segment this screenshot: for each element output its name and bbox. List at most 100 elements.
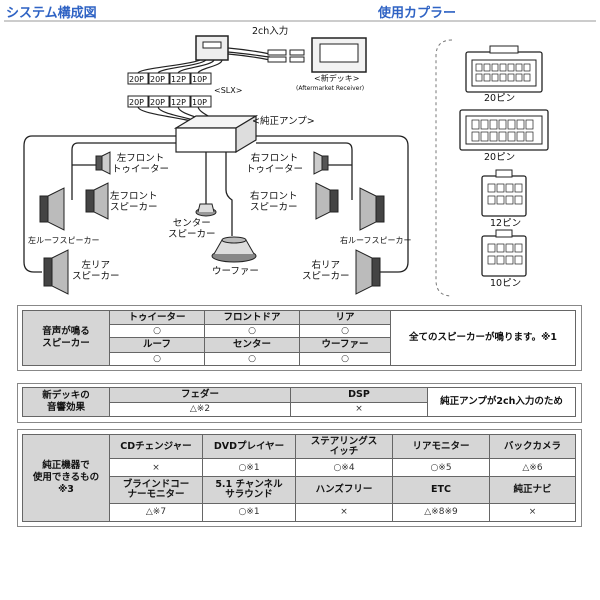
- table3-header-dvd-player: DVDプレイヤー: [202, 433, 296, 460]
- oem-amp-unit: [173, 114, 259, 154]
- woofer-icon: [211, 236, 257, 263]
- oem-equipment-table: 純正機器で 使用できるもの ※3 CDチェンジャー DVDプレイヤー ステアリン…: [22, 433, 576, 523]
- table3-header-steering-switch: ステアリングス イッチ: [295, 433, 393, 460]
- speaker-output-table: 音声が鳴る スピーカー トゥイーター フロントドア リア 全てのスピーカーが鳴り…: [22, 309, 576, 367]
- table2-value-fader: △※2: [109, 401, 291, 417]
- left-front-speaker-icon: [85, 182, 109, 220]
- table1-header-woofer: ウーファー: [299, 337, 391, 353]
- table2-note: 純正アンプが2ch入力のため: [427, 387, 576, 417]
- table2-header-dsp: DSP: [290, 387, 428, 403]
- coupler-heading: 使用カプラー: [378, 6, 457, 21]
- input-2ch-label: 2ch入力: [252, 26, 289, 37]
- oem-amp-label: <純正アンプ>: [252, 116, 315, 127]
- table1-value-center: ○: [204, 351, 300, 367]
- center-speaker-label: センター スピーカー: [168, 218, 216, 240]
- coupler-10pin-label: 10ピン: [490, 278, 522, 289]
- table1-header-center: センター: [204, 337, 300, 353]
- table3-header-cd-changer: CDチェンジャー: [109, 433, 203, 460]
- table1-value-rear: ○: [299, 324, 391, 339]
- right-front-speaker-icon: [315, 182, 339, 220]
- table3-header-surround: 5.1 チャンネル サラウンド: [202, 476, 296, 504]
- slx-wires: [137, 47, 271, 74]
- table1-header-roof: ルーフ: [109, 337, 205, 353]
- table1-value-front-door: ○: [204, 324, 300, 339]
- rca-plugs: [267, 49, 305, 63]
- table1-header-rear: リア: [299, 309, 391, 326]
- coupler-20pin-b-icon: [459, 109, 549, 151]
- coupler-panel-border: [435, 39, 453, 297]
- table1-value-tweeter: ○: [109, 324, 205, 339]
- harness-connectors-bottom: [127, 95, 212, 108]
- left-roof-speaker-icon: [39, 187, 65, 231]
- coupler-20pin-b-label: 20ピン: [484, 152, 516, 163]
- table1-note: 全てのスピーカーが鳴ります。※1: [390, 310, 576, 366]
- harness-top-1: 20P: [129, 75, 145, 84]
- table3-frame: [17, 429, 582, 527]
- right-front-tweeter-label: 右フロント トゥイーター: [246, 153, 304, 175]
- table3-value-rear-monitor: ○※5: [392, 458, 490, 478]
- table1-frame: [17, 305, 582, 371]
- left-front-speaker-label: 左フロント スピーカー: [110, 191, 158, 213]
- table3-value-etc: △※8※9: [392, 502, 490, 523]
- table2-frame: [17, 383, 582, 423]
- right-front-speaker-label: 右フロント スピーカー: [250, 191, 298, 213]
- table3-value-back-camera: △※6: [489, 458, 576, 478]
- speaker-wiring: [23, 135, 409, 273]
- table3-value-cd-changer: ×: [109, 458, 203, 478]
- table3-row-header: 純正機器で 使用できるもの ※3: [22, 434, 110, 522]
- table3-value-steering-switch: ○※4: [295, 458, 393, 478]
- harness-top-3: 12P: [171, 75, 187, 84]
- table1-header-tweeter: トゥイーター: [109, 309, 205, 326]
- coupler-12pin-label: 12ピン: [490, 218, 522, 229]
- table3-header-oem-navi: 純正ナビ: [489, 476, 576, 504]
- table3-value-hands-free: ×: [295, 502, 393, 523]
- left-roof-speaker-label: 左ルーフスピーカー: [28, 236, 100, 245]
- table2-value-dsp: ×: [290, 401, 428, 417]
- sound-effect-table: 新デッキの 音響効果 フェダー DSP 純正アンプが2ch入力のため △※2 ×: [22, 387, 576, 417]
- right-rear-speaker-icon: [355, 249, 381, 295]
- left-rear-speaker-label: 左リア スピーカー: [72, 260, 120, 282]
- table1-value-roof: ○: [109, 351, 205, 367]
- slx-label: <SLX>: [214, 86, 243, 95]
- right-rear-speaker-label: 右リア スピーカー: [302, 260, 350, 282]
- slx-unit: [195, 35, 229, 61]
- table3-value-dvd-player: ○※1: [202, 458, 296, 478]
- harness-top-4: 10P: [192, 75, 208, 84]
- center-speaker-icon: [195, 203, 217, 217]
- table1-value-woofer: ○: [299, 351, 391, 367]
- table3-value-oem-navi: ×: [489, 502, 576, 523]
- table3-header-rear-monitor: リアモニター: [392, 433, 490, 460]
- table3-header-hands-free: ハンズフリー: [295, 476, 393, 504]
- left-tweeter-icon: [95, 151, 111, 175]
- right-roof-speaker-icon: [359, 187, 385, 231]
- harness-top-2: 20P: [150, 75, 166, 84]
- left-rear-speaker-icon: [43, 249, 69, 295]
- table1-row-header: 音声が鳴る スピーカー: [22, 310, 110, 366]
- coupler-12pin-icon: [481, 169, 527, 217]
- table3-header-etc: ETC: [392, 476, 490, 504]
- new-deck-unit: [311, 37, 367, 73]
- table2-header-fader: フェダー: [109, 387, 291, 403]
- right-tweeter-icon: [313, 151, 329, 175]
- harness-bottom-1: 20P: [129, 98, 145, 107]
- new-deck-label: <新デッキ>: [314, 74, 360, 83]
- table2-row-header: 新デッキの 音響効果: [22, 387, 110, 417]
- table3-value-surround: ○※1: [202, 502, 296, 523]
- table3-header-back-camera: バックカメラ: [489, 433, 576, 460]
- harness-bottom-2: 20P: [150, 98, 166, 107]
- harness-bottom-3: 12P: [171, 98, 187, 107]
- coupler-10pin-icon: [481, 229, 527, 277]
- coupler-20pin-a-label: 20ピン: [484, 93, 516, 104]
- system-diagram-heading: システム構成図: [6, 6, 97, 21]
- table3-value-blind-corner-monitor: △※7: [109, 502, 203, 523]
- coupler-20pin-a-icon: [465, 45, 543, 93]
- left-front-tweeter-label: 左フロント トゥイーター: [112, 153, 170, 175]
- harness-bottom-4: 10P: [192, 98, 208, 107]
- right-roof-speaker-label: 右ルーフスピーカー: [340, 236, 412, 245]
- aftermarket-label: (Aftermarket Receiver): [296, 85, 365, 92]
- woofer-label: ウーファー: [212, 266, 259, 277]
- table3-header-blind-corner-monitor: ブラインドコー ナーモニター: [109, 476, 203, 504]
- system-diagram: [4, 20, 596, 297]
- table1-header-front-door: フロントドア: [204, 309, 300, 326]
- harness-connectors-top: [127, 72, 212, 85]
